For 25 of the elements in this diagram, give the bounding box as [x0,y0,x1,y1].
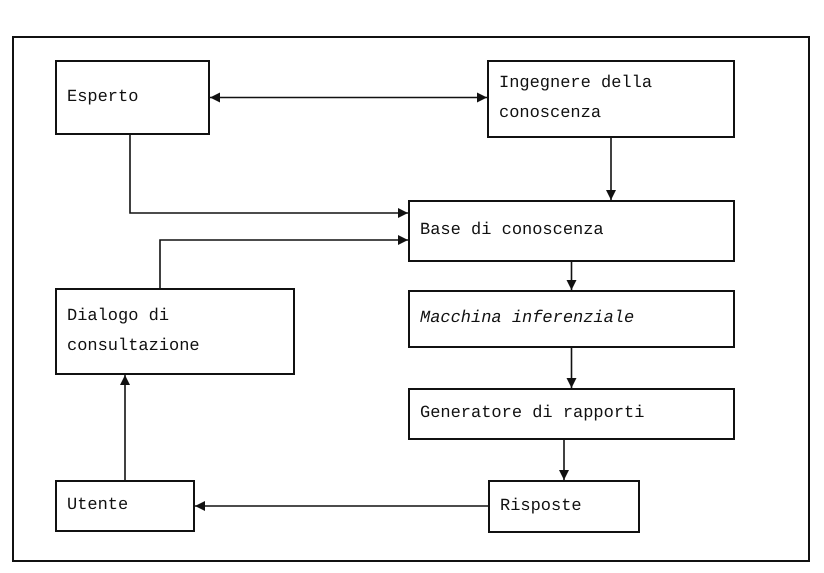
process-box [408,388,735,440]
box-label: Esperto [67,86,140,108]
box-label: Base di conoscenza [420,220,605,242]
box-label: Dialogo di consultazione [67,306,201,358]
process-box [487,60,735,138]
process-box [408,200,735,262]
arrow [159,235,408,288]
arrow [195,501,488,511]
process-box [488,480,640,533]
arrow [566,262,576,290]
box-label: Generatore di rapporti [420,403,646,425]
arrow [566,348,576,388]
process-box [55,60,210,135]
arrow [606,138,616,200]
process-box [55,288,295,375]
arrow [129,135,408,218]
box-label: Risposte [500,496,583,518]
process-box [408,290,735,348]
arrow [120,375,130,480]
box-label: Macchina inferenziale [420,308,636,330]
arrow [210,92,487,102]
box-label: Utente [67,495,130,517]
process-box [55,480,195,532]
box-label: Ingegnere della conoscenza [499,73,654,125]
arrow [559,440,569,480]
